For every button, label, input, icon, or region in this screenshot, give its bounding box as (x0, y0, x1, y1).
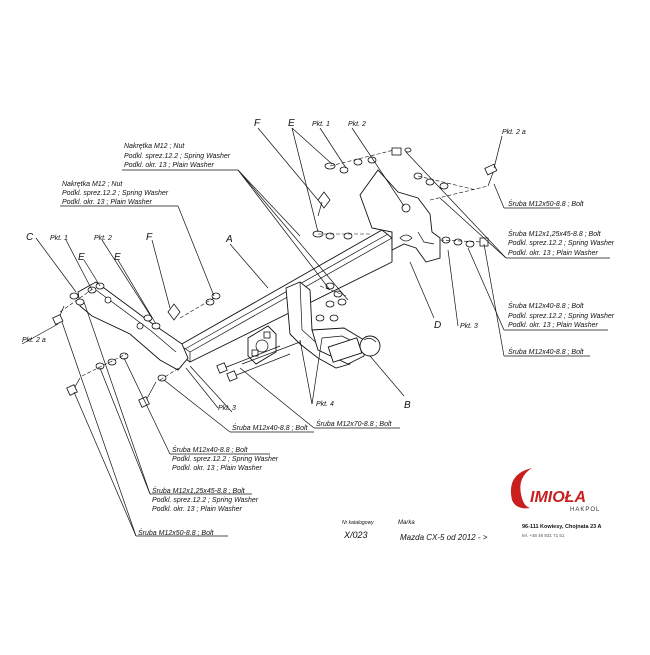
pkt2-top-label: Pkt. 2 (348, 121, 366, 128)
letter-e-top: E (288, 118, 295, 129)
socket-plate (247, 325, 277, 365)
bolts-m12x70 (216, 341, 301, 382)
letter-e-left-2: E (114, 252, 121, 263)
leader-lines (21, 127, 610, 537)
company-address: 96-111 Kowiesy, Chojnata 23 A (522, 524, 602, 530)
right-bolt40b-label: Śruba M12x40-8.8 ; Bolt (508, 347, 585, 356)
letter-f-left: F (146, 232, 153, 243)
bolt40-small-label: Śruba M12x40-8.8 ; Bolt (232, 423, 309, 432)
company-phone: tel. +48 46 831 71 51 (522, 533, 565, 538)
letter-d: D (434, 320, 441, 331)
letter-e-left: E (78, 252, 85, 263)
right-bolt40-label-1: Śruba M12x40-8.8 ; Bolt (508, 301, 585, 310)
nut-top-label-3: Podkl. okr. 13 ; Plain Washer (124, 162, 215, 169)
logo-subtext: HAKPOL (570, 507, 600, 513)
right-bolt45-label-2: Podkl. sprez.12.2 ; Spring Washer (508, 240, 615, 247)
catalog-number-value: X/023 (343, 530, 368, 540)
model-value: Mazda CX-5 od 2012 - > (400, 533, 488, 542)
pkt2a-left-label: Pkt. 2 a (22, 337, 46, 344)
imiola-logo: IMIOŁA HAKPOL 96-111 Kowiesy, Chojnata 2… (510, 468, 602, 538)
brand-label: Marka (398, 520, 415, 526)
pkt2a-top-label: Pkt. 2 a (502, 129, 526, 136)
left-bolt45-label-3: Podkl. okr. 13 ; Plain Washer (152, 506, 243, 513)
left-bolt40-label-1: Śruba M12x40-8.8 ; Bolt (172, 445, 249, 454)
pkt1-left-label: Pkt. 1 (50, 235, 68, 242)
left-bolt40-label-2: Podkl. sprez.12.2 ; Spring Washer (172, 456, 279, 463)
center-nut-stack (315, 282, 347, 322)
nut-top-label-2: Podkl. sprez.12.2 ; Spring Washer (124, 153, 231, 160)
title-block: Nr katalogowy X/023 Marka Mazda CX-5 od … (342, 520, 488, 542)
pkt3-right-label: Pkt. 3 (460, 323, 478, 330)
bolt70-label: Śruba M12x70-8.8 ; Bolt (316, 419, 393, 428)
right-bolt45-label-3: Podkl. okr. 13 ; Plain Washer (508, 250, 599, 257)
bolt-top-right (429, 163, 498, 201)
ball-holder (285, 281, 381, 369)
letter-f-top: F (254, 118, 261, 129)
right-bolt45-label-1: Śruba M12x1,25x45-8.8 ; Bolt (508, 229, 602, 238)
catalog-number-label: Nr katalogowy (342, 520, 374, 526)
letter-a: A (225, 234, 233, 245)
letter-b: B (404, 400, 411, 411)
nut-mid-label-2: Podkl. sprez.12.2 ; Spring Washer (62, 190, 169, 197)
bracket-right-d (359, 169, 441, 263)
bracket-left-c (77, 281, 189, 371)
nut-mid-label-3: Podkl. okr. 13 ; Plain Washer (62, 199, 153, 206)
left-bolt45-label-1: Śruba M12x1,25x45-8.8 ; Bolt (152, 486, 246, 495)
left-bolt40-label-3: Podkl. okr. 13 ; Plain Washer (172, 465, 263, 472)
left-bolt50-label: Śruba M12x50-8.8 ; Bolt (138, 528, 215, 537)
right-bolt50-label: Śruba M12x50-8.8 ; Bolt (508, 199, 585, 208)
logo-text: IMIOŁA (530, 489, 586, 506)
callout-labels: Nakrętka M12 ; Nut Podkl. sprez.12.2 ; S… (22, 118, 615, 537)
top-washer-stack (312, 147, 477, 240)
nut-mid-label-1: Nakrętka M12 ; Nut (62, 181, 123, 188)
pkt3-bottom-label: Pkt. 3 (218, 405, 236, 412)
right-bolt40-label-2: Podkl. sprez.12.2 ; Spring Washer (508, 313, 615, 320)
logo-swoosh-icon (510, 468, 532, 509)
right-bolt40-label-3: Podkl. okr. 13 ; Plain Washer (508, 322, 599, 329)
right-washer-stack (439, 236, 489, 248)
pkt4-label: Pkt. 4 (316, 401, 334, 408)
pkt2-left-label: Pkt. 2 (94, 235, 112, 242)
letter-c: C (26, 232, 34, 243)
left-bolt45-label-2: Podkl. sprez.12.2 ; Spring Washer (152, 497, 259, 504)
nut-top-label-1: Nakrętka M12 ; Nut (124, 143, 185, 150)
pkt1-top-label: Pkt. 1 (312, 121, 330, 128)
